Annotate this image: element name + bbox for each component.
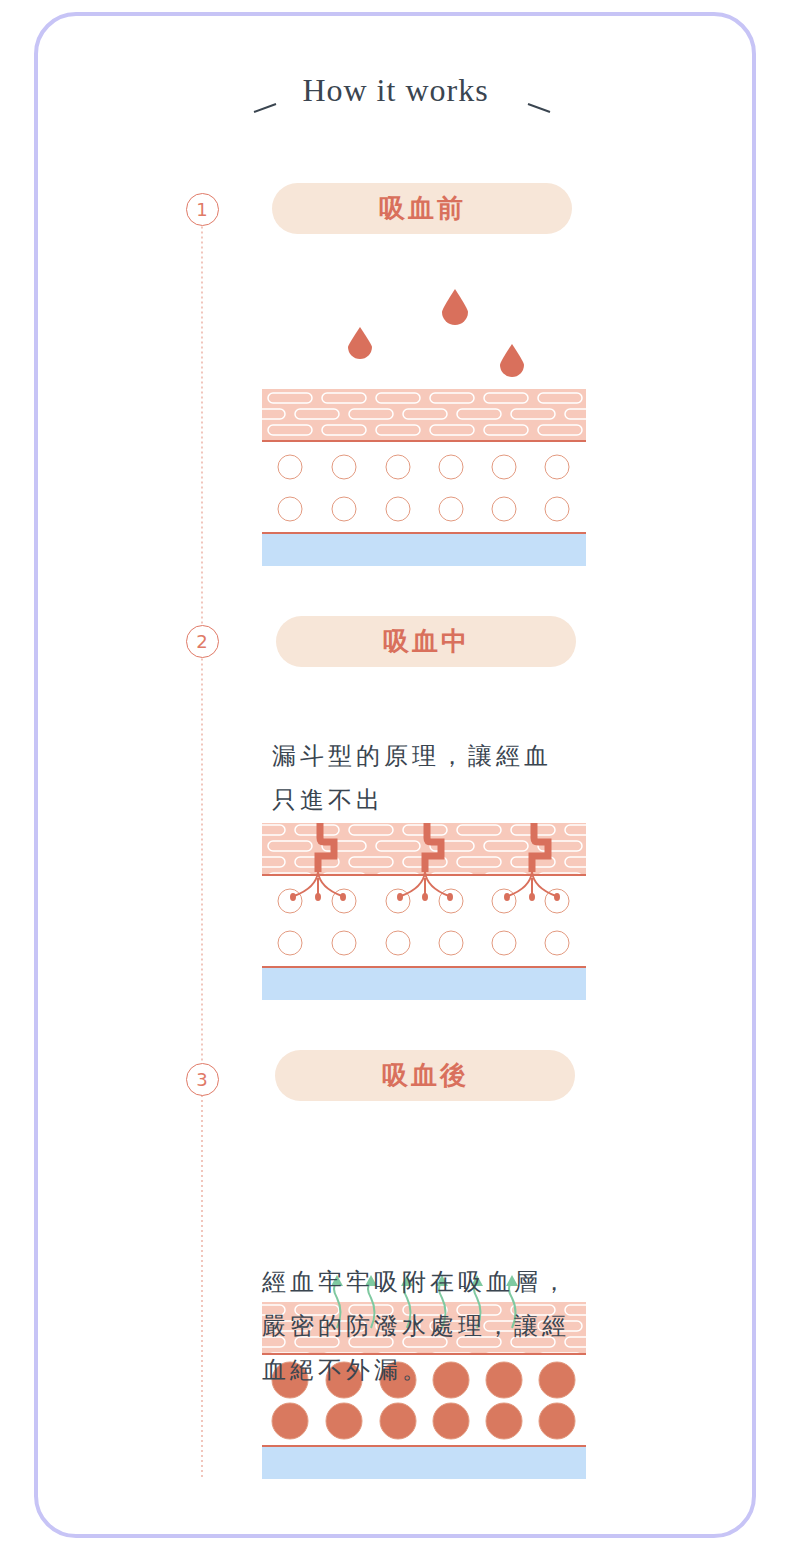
absorbent-bead [539, 1403, 575, 1439]
absorbent-bead [545, 455, 569, 479]
absorbent-bead [492, 497, 516, 521]
absorbent-bead [326, 1403, 362, 1439]
absorbent-bead [386, 931, 410, 955]
waterproof-layer [262, 1447, 586, 1479]
blood-bead [529, 893, 535, 901]
callout-number: 1 [196, 199, 207, 220]
step-heading: 吸血中 [276, 616, 576, 667]
layer-line [262, 532, 586, 534]
absorbent-bead [486, 1362, 522, 1398]
funnel-channel [425, 823, 441, 872]
absorbent-bead [386, 455, 410, 479]
absorbent-bead [545, 931, 569, 955]
absorbent-bead [439, 497, 463, 521]
step-heading: 吸血前 [272, 183, 572, 234]
top-sheet [262, 389, 586, 441]
absorbent-bead [278, 497, 302, 521]
funnel-branch [294, 872, 342, 896]
waterproof-layer [262, 534, 586, 566]
timeline-line [201, 227, 202, 624]
funnel-channel [318, 823, 334, 872]
timeline-tail [201, 1095, 202, 1478]
absorbent-bead [278, 931, 302, 955]
absorbent-bead [332, 931, 356, 955]
callout-number: 2 [196, 631, 207, 652]
layer-line [262, 1353, 586, 1355]
frame [36, 14, 754, 1536]
blood-bead [554, 893, 560, 901]
blood-bead [290, 893, 296, 901]
layer-line [262, 966, 586, 968]
title-dash [528, 104, 550, 112]
absorbent-bead [492, 889, 516, 913]
absorbent-bead [492, 455, 516, 479]
layer-during [262, 823, 586, 1000]
top-sheet [262, 823, 586, 875]
blood-bead [340, 893, 346, 901]
blood-drop [500, 344, 524, 377]
callout-number: 3 [196, 1069, 207, 1090]
absorbent-bead [539, 1362, 575, 1398]
absorbent-bead [386, 497, 410, 521]
absorbent-bead [486, 1403, 522, 1439]
funnel-branch [401, 872, 449, 896]
absorbent-bead [492, 931, 516, 955]
heading-text: 吸血後 [382, 1058, 469, 1093]
heading-text: 吸血前 [379, 191, 466, 226]
body-text: 經血牢牢吸附在吸血層，嚴密的防潑水處理，讓經血絕不外漏。 [262, 1260, 588, 1392]
absorbent-bead [433, 1362, 469, 1398]
absorbent-bead [545, 497, 569, 521]
blood-drop [442, 289, 468, 325]
absorbent-bead [332, 455, 356, 479]
step-number: 1 [186, 193, 219, 226]
funnel-channel [532, 823, 548, 872]
absorbent-bead [332, 497, 356, 521]
blood-bead [315, 893, 321, 901]
absorbent-bead [439, 455, 463, 479]
blood-bead [447, 893, 453, 901]
step-number: 2 [186, 625, 219, 658]
waterproof-layer [262, 968, 586, 1000]
top-sheet-texture [262, 823, 586, 875]
layer-before [262, 289, 586, 566]
blood-bead [504, 893, 510, 901]
absorbent-bead [439, 931, 463, 955]
absorbent-bead [272, 1403, 308, 1439]
heading-text: 吸血中 [383, 624, 470, 659]
title-dash [254, 104, 276, 112]
absorbent-bead [433, 1403, 469, 1439]
absorbent-bead [278, 455, 302, 479]
funnel-branch [508, 872, 556, 896]
timeline-line [201, 659, 202, 1062]
step-number: 3 [186, 1063, 219, 1096]
absorbent-bead [380, 1403, 416, 1439]
body-text: 漏斗型的原理，讓經血只進不出 [272, 734, 572, 822]
blood-drop [348, 327, 372, 359]
blood-bead [397, 893, 403, 901]
absorbent-bead [278, 889, 302, 913]
title: How it works [0, 72, 791, 109]
blood-bead [422, 893, 428, 901]
absorbent-bead [386, 889, 410, 913]
top-sheet-texture [262, 389, 586, 441]
layer-line [262, 1445, 586, 1447]
step-heading: 吸血後 [275, 1050, 575, 1101]
layer-line [262, 440, 586, 442]
